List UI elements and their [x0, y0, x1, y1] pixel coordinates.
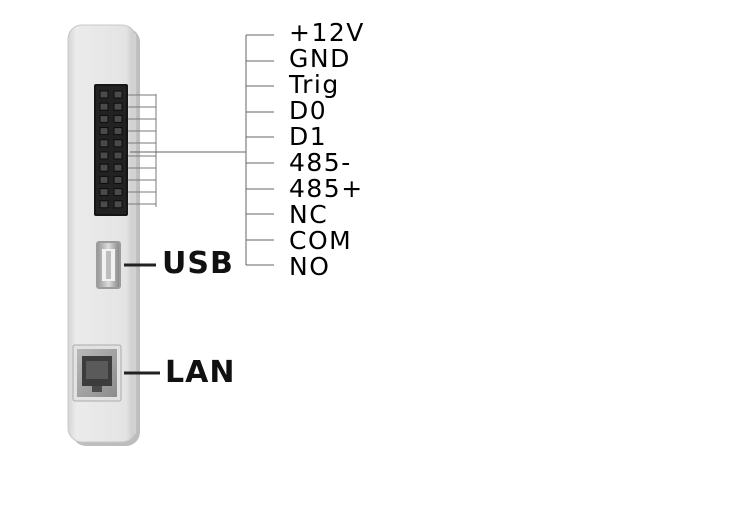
terminal-pin-screw: [99, 151, 109, 160]
pin-label-gnd: GND: [289, 44, 351, 73]
terminal-pin-screw: [99, 114, 109, 123]
terminal-pin-screw: [113, 139, 123, 148]
terminal-pin-screw: [99, 90, 109, 99]
terminal-pin-screw: [113, 175, 123, 184]
terminal-block-connector: [94, 84, 128, 216]
pin-label-485-plus: 485+: [289, 174, 364, 203]
pin-label-nc: NC: [289, 200, 329, 229]
terminal-pin-screw: [113, 151, 123, 160]
lan-port-label: LAN: [165, 355, 236, 390]
pin-label-485-minus: 485-: [289, 148, 352, 177]
pin-label-trig: Trig: [289, 70, 340, 99]
terminal-pin-screw: [99, 175, 109, 184]
terminal-pin-screw: [113, 127, 123, 136]
leader-lines: [124, 34, 274, 375]
terminal-pin-screw: [113, 102, 123, 111]
terminal-pin-screw: [113, 114, 123, 123]
pin-label-d1: D1: [289, 122, 328, 151]
terminal-pin-screw: [99, 127, 109, 136]
usb-port: [96, 241, 121, 289]
pin-label-com: COM: [289, 226, 353, 255]
usb-port-label: USB: [162, 246, 234, 281]
terminal-pin-screw: [99, 139, 109, 148]
pin-label-d0: D0: [289, 96, 328, 125]
pin-label-no: NO: [289, 252, 331, 281]
terminal-pin-screw: [113, 90, 123, 99]
terminal-pin-screw: [99, 200, 109, 209]
terminal-pin-screw: [99, 188, 109, 197]
terminal-pin-screw: [113, 188, 123, 197]
terminal-pin-screw: [113, 163, 123, 172]
terminal-pins: [99, 90, 157, 209]
lan-port: [72, 344, 122, 402]
terminal-pin-screw: [99, 102, 109, 111]
pin-label-12v: +12V: [289, 18, 365, 47]
terminal-pin-screw: [113, 200, 123, 209]
terminal-pin-screw: [99, 163, 109, 172]
